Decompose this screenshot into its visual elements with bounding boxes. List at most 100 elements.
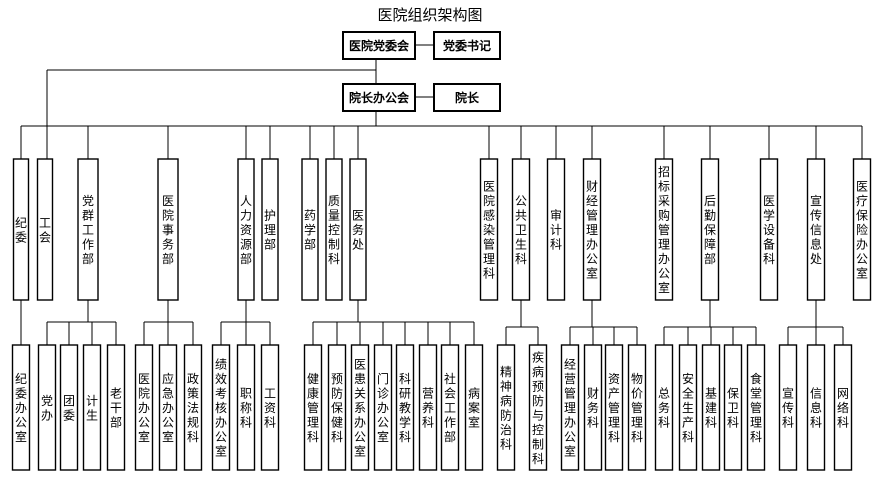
dept-node-7-box [325, 158, 343, 301]
sub-node-16-2-box [833, 344, 853, 471]
dept-node-14-box [700, 158, 720, 301]
sub-node-3-0-label: 医院办公室 [138, 372, 150, 444]
dept-node-15: 医学设备科 [759, 158, 779, 301]
sub-node-14-3-label: 保卫科 [727, 387, 739, 430]
sub-node-2-2-box [82, 344, 102, 471]
party-committee-node: 医院党委会 [342, 31, 416, 60]
sub-node-2-1-box [59, 344, 79, 471]
sub-node-14-3: 保卫科 [723, 344, 743, 471]
dept-node-10: 公共卫生科 [511, 158, 531, 301]
party-secretary-node: 党委书记 [433, 31, 501, 60]
dept-node-4: 人力资源部 [237, 158, 255, 301]
dept-node-4-box [237, 158, 255, 301]
sub-node-4-2-box [260, 344, 280, 471]
sub-node-12-3: 物价管理科 [627, 344, 647, 471]
dept-node-6-box [301, 158, 319, 301]
chart-title: 医院组织架构图 [377, 6, 482, 24]
president-office-node: 院长办公会 [342, 83, 416, 112]
sub-node-8-5: 营养科 [418, 344, 438, 471]
sub-node-3-2: 政策法规科 [183, 344, 203, 471]
dept-node-0-label: 纪委 [15, 216, 27, 245]
sub-node-8-5-box [418, 344, 438, 471]
dept-node-12-label: 财经管理办公室 [586, 180, 598, 281]
dept-node-13-label: 招标采购管理办公室 [658, 165, 670, 295]
dept-node-15-box [759, 158, 779, 301]
sub-node-2-2-label: 计生 [86, 394, 98, 423]
sub-node-8-7: 病案室 [464, 344, 484, 471]
dept-node-1-box [36, 158, 54, 301]
sub-node-14-2-box [701, 344, 721, 471]
dept-node-5: 护理部 [261, 158, 279, 301]
sub-node-14-0: 总务科 [654, 344, 674, 471]
dept-node-11: 审计科 [546, 158, 566, 301]
sub-node-8-2-label: 医患关系办公室 [354, 358, 366, 459]
sub-node-8-5-label: 营养科 [422, 387, 434, 430]
sub-node-8-2-box [350, 344, 370, 471]
sub-node-16-1: 信息科 [806, 344, 826, 471]
dept-node-11-label: 审计科 [550, 208, 562, 252]
sub-node-14-4-label: 食堂管理科 [750, 371, 762, 444]
dept-node-8: 医务处 [349, 158, 367, 301]
sub-node-2-0-label: 党办 [41, 393, 53, 423]
president-office-node-box [342, 83, 416, 112]
dept-node-0-box [12, 158, 30, 301]
sub-node-16-1-label: 信息科 [810, 387, 822, 430]
sub-node-3-0-box [134, 344, 154, 471]
sub-node-10-1: 疾病预防与控制科 [528, 344, 548, 471]
president-office-node-label: 院长办公会 [349, 90, 410, 105]
party-committee-node-box [342, 31, 416, 60]
dept-node-9: 医院感染管理科 [479, 158, 499, 301]
sub-node-16-0-box [778, 344, 798, 471]
president-node-label: 院长 [455, 90, 480, 105]
sub-node-12-1-label: 财务科 [587, 387, 599, 430]
dept-node-1: 工会 [36, 158, 54, 301]
sub-node-10-0-label: 精神病防治科 [500, 365, 512, 452]
sub-node-12-1: 财务科 [583, 344, 603, 471]
sub-node-12-3-box [627, 344, 647, 471]
dept-node-9-box [479, 158, 499, 301]
dept-node-17-label: 医疗保险办公室 [856, 180, 868, 281]
dept-node-11-box [546, 158, 566, 301]
sub-node-4-0: 绩效考核办公室 [211, 344, 231, 471]
sub-node-16-1-box [806, 344, 826, 471]
party-committee-node-label: 医院党委会 [349, 38, 410, 53]
party-secretary-node-label: 党委书记 [443, 38, 491, 53]
sub-node-4-0-box [211, 344, 231, 471]
dept-node-1-label: 工会 [39, 216, 51, 245]
sub-node-8-7-box [464, 344, 484, 471]
sub-node-8-6-box [440, 344, 460, 471]
dept-node-6-label: 药学部 [304, 209, 316, 252]
sub-node-2-3-label: 老干部 [110, 387, 122, 430]
sub-node-12-2-label: 资产管理科 [608, 372, 620, 444]
sub-node-8-1: 预防保健科 [327, 344, 347, 471]
sub-node-2-2: 计生 [82, 344, 102, 471]
sub-node-2-1-label: 团委 [63, 394, 75, 423]
sub-node-2-0-box [37, 344, 57, 471]
dept-node-12-box [582, 158, 602, 301]
sub-node-4-1-label: 职称科 [240, 387, 252, 430]
sub-node-12-3-label: 物价管理科 [631, 372, 643, 444]
sub-node-3-0: 医院办公室 [134, 344, 154, 471]
dept-node-13-box [654, 158, 674, 301]
sub-node-14-2-label: 基建科 [705, 387, 717, 430]
sub-node-14-4-box [746, 344, 766, 471]
dept-node-17-box [852, 158, 872, 301]
sub-node-4-1: 职称科 [236, 344, 256, 471]
sub-node-4-0-label: 绩效考核办公室 [215, 358, 227, 459]
president-node-box [433, 83, 501, 112]
sub-node-8-1-label: 预防保健科 [331, 372, 343, 444]
sub-node-10-0-box [496, 344, 516, 471]
sub-node-12-1-box [583, 344, 603, 471]
sub-node-8-0-label: 健康管理科 [307, 372, 319, 444]
sub-node-8-3-label: 门诊办公室 [377, 371, 389, 444]
connector-lines [20, 44, 863, 345]
sub-node-8-4: 科研教学科 [395, 344, 415, 471]
sub-node-14-0-label: 总务科 [658, 387, 670, 430]
sub-node-16-0-label: 宣传科 [782, 386, 794, 430]
sub-node-4-2: 工资科 [260, 344, 280, 471]
sub-node-8-2: 医患关系办公室 [350, 344, 370, 471]
sub-node-14-1-label: 安全生产科 [682, 371, 694, 444]
dept-node-7-label: 质量控制科 [328, 194, 340, 266]
sub-node-3-2-label: 政策法规科 [187, 372, 199, 444]
sub-node-12-0: 经营管理办公室 [560, 344, 580, 471]
